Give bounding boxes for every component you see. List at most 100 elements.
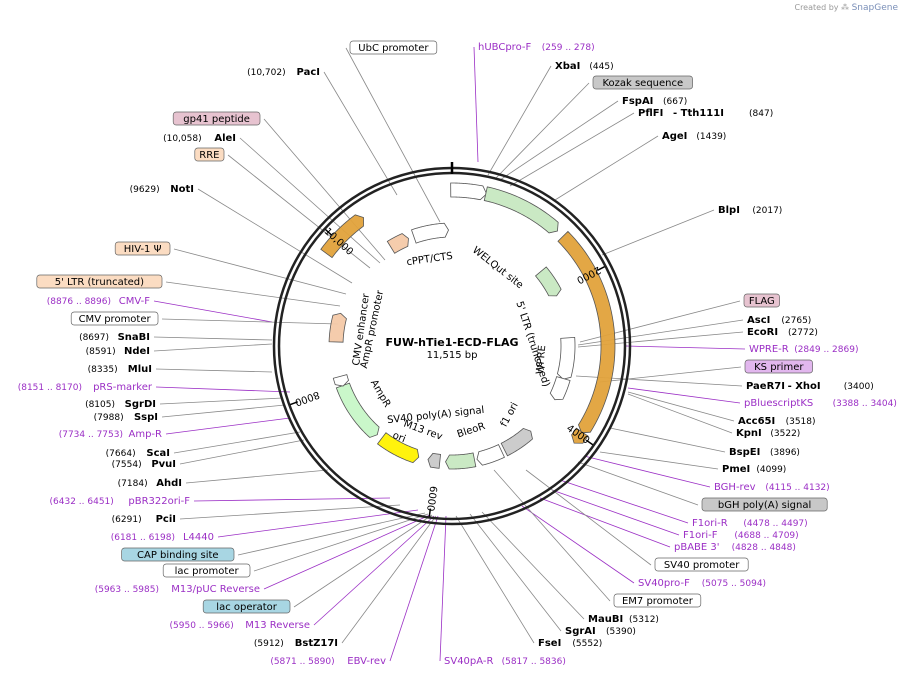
- label-group: CMV promoter: [70, 311, 159, 326]
- leader-line: [263, 118, 386, 261]
- leader-line: [499, 100, 619, 181]
- label-box: [162, 563, 251, 578]
- leader-line: [179, 439, 305, 465]
- label-group: HIV-1 Ψ: [114, 241, 171, 256]
- feature-name: RRE: [199, 150, 219, 161]
- tick-label: 8000: [293, 388, 321, 407]
- enzyme-name: AleI: [214, 133, 236, 144]
- position-coord: (3896): [770, 448, 800, 458]
- leader-line: [345, 47, 441, 223]
- label-group: BstZ17I (5912): [254, 638, 338, 649]
- position-coord: (5912): [254, 639, 284, 649]
- enzyme-name: SgrDI: [125, 399, 156, 410]
- leader-line: [539, 497, 671, 548]
- label-group: L4440(6181 .. 6198): [111, 532, 214, 543]
- leader-line: [159, 397, 284, 405]
- feature-name: EM7 promoter: [622, 596, 694, 607]
- leader-line: [583, 455, 711, 488]
- label-group: bGH poly(A) signal: [701, 497, 828, 512]
- feature-name: FLAG: [749, 296, 775, 307]
- feature-arc: [328, 312, 347, 343]
- feature-name: KS primer: [754, 362, 804, 373]
- leader-line: [153, 300, 273, 323]
- feature-name: lac operator: [216, 602, 277, 613]
- feature-arc: [571, 427, 589, 444]
- feature-name: lac promoter: [175, 566, 240, 577]
- leader-line: [473, 46, 479, 163]
- position-coord: (5817 .. 5836): [502, 657, 566, 667]
- feature-arc: [483, 186, 559, 234]
- position-coord: (8105): [85, 400, 115, 410]
- position-coord: (667): [663, 97, 687, 107]
- leader-line: [521, 505, 635, 584]
- enzyme-name: AhdI: [156, 478, 182, 489]
- tick-mark: [324, 228, 332, 236]
- primer-name: pRS-marker: [93, 382, 153, 393]
- feature-arc: [332, 374, 349, 387]
- position-coord: (3522): [770, 429, 800, 439]
- enzyme-name: BstZ17I: [295, 638, 338, 649]
- leader-line: [239, 137, 381, 264]
- enzyme-name: PmeI: [722, 464, 750, 475]
- label-group: SgrDI (8105): [85, 399, 156, 410]
- primer-name: pBR322ori-F: [128, 496, 190, 507]
- primer-name: M13 Reverse: [245, 620, 310, 631]
- label-group: M13/pUC Reverse(5963 .. 5985): [95, 584, 260, 595]
- feature-arc: [410, 222, 449, 244]
- enzyme-name: PflFI: [638, 108, 663, 119]
- label-group: EM7 promoter: [613, 593, 702, 608]
- plasmid-name: FUW-hTie1-ECD-FLAG: [386, 336, 519, 349]
- primer-name: BGH-rev: [714, 482, 756, 493]
- primer-name: EBV-rev: [347, 656, 386, 667]
- label-group: PvuI(7554): [112, 459, 176, 470]
- leader-line: [559, 479, 689, 524]
- tick-label: 6000: [424, 485, 438, 512]
- label-group: XbaI(445): [555, 61, 614, 72]
- feature-name: HIV-1 Ψ: [124, 244, 162, 255]
- label-group: Acc65I(3518): [738, 416, 816, 427]
- label-group: FspAI(667): [622, 96, 687, 107]
- primer-name: WPRE-R: [749, 344, 789, 355]
- label-box: [172, 111, 261, 126]
- credit-text: Created by: [794, 3, 839, 12]
- label-group: KS primer: [744, 359, 813, 374]
- leader-line: [455, 515, 535, 644]
- position-coord: (2849 .. 2869): [794, 345, 858, 355]
- feature-label: cPPT/CTS: [406, 251, 454, 268]
- position-coord: (8151 .. 8170): [18, 383, 82, 393]
- leader-line: [253, 513, 429, 572]
- tick-mark: [290, 401, 299, 406]
- position-coord: (7184): [118, 479, 148, 489]
- position-coord: (847): [749, 109, 773, 119]
- label-group: SgrAI(5390): [565, 626, 636, 637]
- label-box: [743, 293, 780, 308]
- leader-line: [217, 509, 419, 538]
- feature-label: WPRE: [535, 345, 549, 375]
- position-coord: (2772): [788, 328, 818, 338]
- position-coord: (1439): [696, 132, 726, 142]
- enzyme-name: PacI: [297, 67, 320, 78]
- label-group: SV40pro-F(5075 .. 5094): [638, 578, 766, 589]
- label-group: AhdI (7184): [118, 478, 182, 489]
- enzyme-name: AscI: [747, 315, 770, 326]
- feature-name: Kozak sequence: [602, 78, 683, 89]
- feature-arc: [557, 230, 616, 434]
- enzyme-name: MluI: [128, 364, 152, 375]
- position-coord: (9629): [130, 185, 160, 195]
- enzyme-name: PciI: [156, 514, 176, 525]
- label-group: AscI(2765): [747, 315, 811, 326]
- position-coord: (4688 .. 4709): [734, 531, 798, 541]
- label-box: [114, 241, 171, 256]
- leader-line: [509, 112, 635, 187]
- label-group: MluI(8335): [88, 364, 152, 375]
- feature-label: f1 ori: [499, 401, 521, 429]
- position-coord: (8876 .. 8896): [47, 297, 111, 307]
- feature-name: CAP binding site: [137, 550, 219, 561]
- enzyme-name: PaeR7I: [746, 381, 785, 392]
- label-group: PacI(10,702): [247, 67, 320, 78]
- leader-line: [469, 513, 562, 632]
- feature-name: bGH poly(A) signal: [718, 500, 811, 511]
- position-coord: (5075 .. 5094): [702, 579, 766, 589]
- feature-arc: [386, 233, 409, 254]
